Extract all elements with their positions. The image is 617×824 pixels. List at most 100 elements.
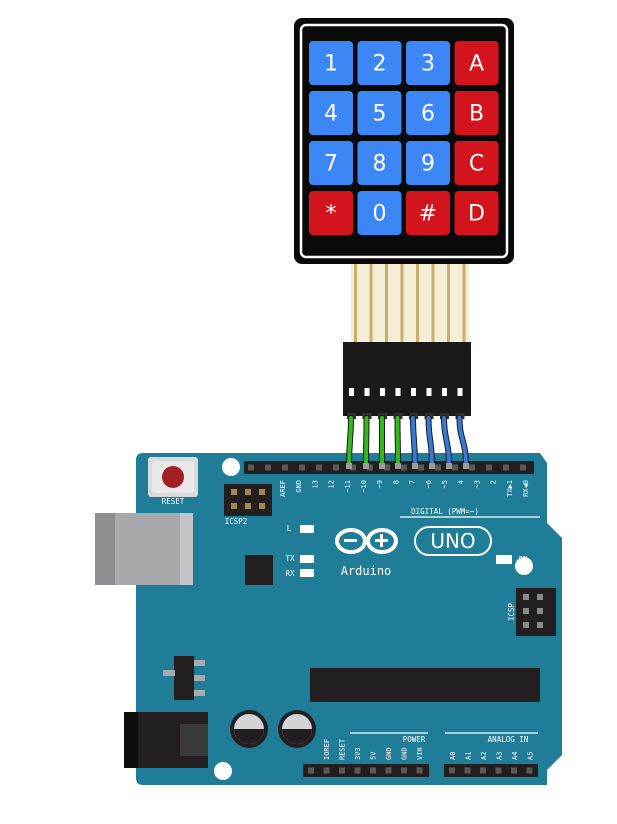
key-label: 2 bbox=[373, 52, 387, 77]
mounting-hole bbox=[515, 557, 533, 575]
capacitor bbox=[230, 710, 268, 748]
digital-pin-label: RX◀0 bbox=[522, 480, 530, 497]
ribbon-trace bbox=[462, 262, 466, 344]
icsp-pin bbox=[537, 622, 543, 628]
connector-pin bbox=[380, 388, 385, 396]
wire-pin-end bbox=[412, 463, 418, 469]
key-label: A bbox=[469, 52, 484, 77]
key-label: 0 bbox=[373, 202, 387, 227]
wire bbox=[426, 416, 434, 468]
key-face bbox=[406, 41, 450, 85]
ribbon-trace bbox=[447, 262, 450, 344]
led-tx-label: TX bbox=[285, 554, 295, 563]
digital-pin-label: ~6 bbox=[425, 480, 433, 488]
led-rx bbox=[300, 569, 314, 577]
keypad-key[interactable]: 0 bbox=[357, 191, 402, 235]
analog-pin-label: A4 bbox=[511, 752, 519, 760]
power-label: POWER bbox=[403, 735, 426, 744]
header-hole bbox=[385, 767, 392, 774]
key-label: 5 bbox=[373, 102, 387, 127]
key-face bbox=[309, 91, 353, 135]
ribbon-trace bbox=[369, 262, 373, 344]
analog-pin-label: A3 bbox=[496, 752, 504, 760]
header-hole bbox=[416, 767, 423, 774]
analog-pin-label: A1 bbox=[465, 752, 473, 760]
keypad-key[interactable]: 6 bbox=[406, 91, 450, 135]
header-hole bbox=[469, 464, 475, 471]
keypad-key[interactable]: 3 bbox=[406, 41, 450, 85]
keypad-key[interactable]: # bbox=[406, 191, 450, 235]
digital-pin-label: 12 bbox=[328, 480, 336, 488]
power-pin-label: 5V bbox=[370, 751, 378, 760]
keypad-key[interactable]: 4 bbox=[309, 91, 353, 135]
header-hole bbox=[464, 767, 471, 774]
keypad-border bbox=[299, 23, 509, 259]
key-face bbox=[357, 91, 402, 135]
keypad-key[interactable]: C bbox=[454, 141, 499, 185]
ribbon-trace bbox=[385, 262, 388, 344]
reset-label: RESET bbox=[162, 497, 185, 506]
led-rx-label: RX bbox=[285, 569, 295, 578]
key-face bbox=[309, 191, 353, 235]
ribbon-cable bbox=[351, 262, 469, 344]
digital-pin-label: 13 bbox=[311, 480, 319, 488]
microcontroller-chip bbox=[310, 668, 540, 702]
connector-pin bbox=[349, 388, 354, 396]
keypad-key[interactable]: 5 bbox=[357, 91, 402, 135]
key-face bbox=[309, 41, 353, 85]
header-hole bbox=[418, 464, 424, 471]
wire-pin-end bbox=[429, 463, 435, 469]
key-label: 4 bbox=[324, 102, 338, 127]
icsp2-pin bbox=[245, 489, 251, 495]
keypad-key[interactable]: D bbox=[454, 191, 499, 235]
analog-header bbox=[444, 764, 538, 777]
digital-pin-label: 2 bbox=[490, 480, 498, 484]
key-face bbox=[357, 141, 402, 185]
keypad-key[interactable]: 2 bbox=[357, 41, 402, 85]
digital-pin-label: TX▶1 bbox=[506, 480, 514, 497]
reset-button[interactable] bbox=[148, 457, 198, 497]
digital-pin-label: AREF bbox=[279, 480, 287, 497]
header-hole bbox=[486, 464, 492, 471]
icsp2-pin bbox=[231, 503, 237, 509]
icsp-pin bbox=[523, 594, 529, 600]
key-label: 9 bbox=[421, 152, 435, 177]
header-hole bbox=[265, 464, 271, 471]
header-hole bbox=[333, 464, 339, 471]
uno-badge bbox=[414, 526, 492, 556]
header-hole bbox=[350, 464, 356, 471]
keypad-key[interactable]: 8 bbox=[357, 141, 402, 185]
keypad-key[interactable]: A bbox=[454, 41, 499, 85]
keypad-key[interactable]: * bbox=[309, 191, 353, 235]
key-label: 7 bbox=[324, 152, 338, 177]
header-hole bbox=[323, 767, 330, 774]
key-face bbox=[406, 191, 450, 235]
icsp-pin bbox=[537, 594, 543, 600]
digital-pin-label: ~9 bbox=[376, 480, 384, 488]
ribbon-trace bbox=[400, 262, 404, 344]
keypad-key[interactable]: 7 bbox=[309, 141, 353, 185]
wire bbox=[395, 416, 400, 468]
icsp2-pin bbox=[245, 503, 251, 509]
header-hole bbox=[316, 464, 322, 471]
icsp2-pin bbox=[259, 503, 265, 509]
key-face bbox=[454, 41, 499, 85]
wire-pin-end bbox=[446, 463, 452, 469]
wire-pin-end bbox=[346, 463, 352, 469]
power-pin-label: GND bbox=[401, 747, 409, 760]
keypad-key[interactable]: 9 bbox=[406, 141, 450, 185]
mounting-hole bbox=[214, 762, 232, 780]
keypad-key[interactable]: B bbox=[454, 91, 499, 135]
header-hole bbox=[520, 464, 526, 471]
key-label: * bbox=[326, 202, 337, 227]
key-face bbox=[357, 191, 402, 235]
header-hole bbox=[526, 767, 533, 774]
keypad-key[interactable]: 1 bbox=[309, 41, 353, 85]
header-hole bbox=[248, 464, 254, 471]
ribbon-trace bbox=[354, 262, 357, 344]
key-face bbox=[454, 91, 499, 135]
icsp2-pin bbox=[259, 489, 265, 495]
connector-pin bbox=[426, 388, 432, 396]
key-face bbox=[454, 141, 499, 185]
